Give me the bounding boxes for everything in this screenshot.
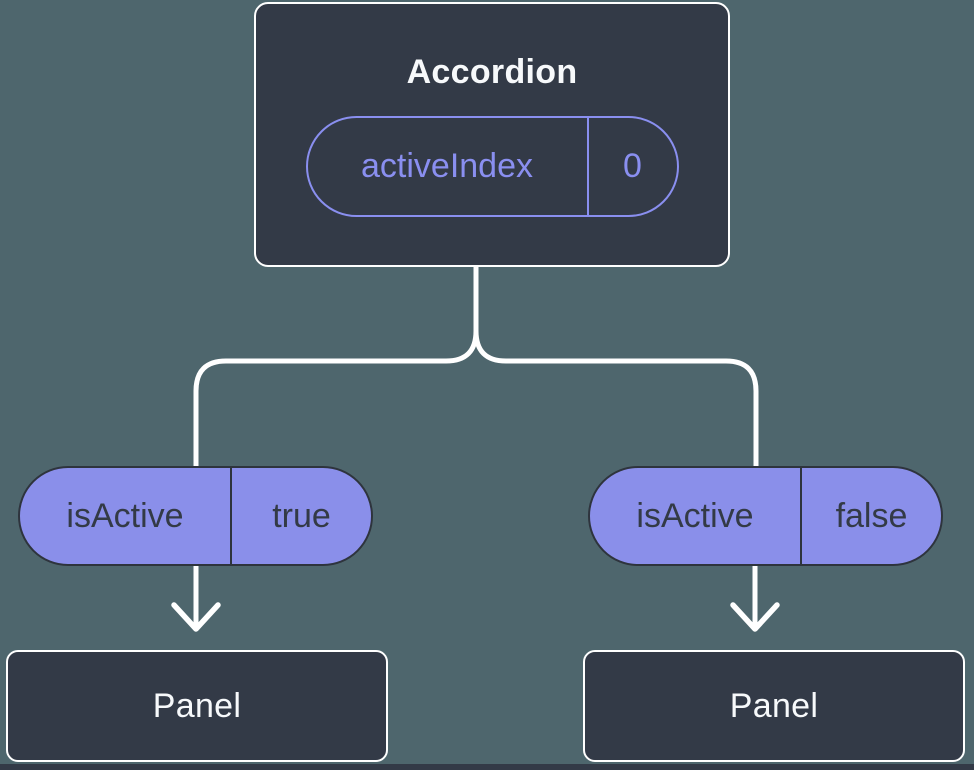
right-arrow-head-icon xyxy=(730,602,780,632)
left-arrow-head-icon xyxy=(171,602,221,632)
accordion-node-title: Accordion xyxy=(406,53,578,91)
panel-node-right: Panel xyxy=(583,650,965,762)
accordion-node: Accordion activeIndex 0 xyxy=(254,2,730,267)
prop-value-label: 0 xyxy=(586,118,677,215)
prop-value-label: true xyxy=(230,468,371,564)
is-active-pill-right: isActive false xyxy=(588,466,943,566)
prop-name-label: activeIndex xyxy=(361,147,533,185)
bottom-edge-strip xyxy=(0,764,974,770)
left-branch-line xyxy=(193,266,479,470)
panel-node-left: Panel xyxy=(6,650,388,762)
right-branch-line xyxy=(473,266,759,470)
prop-value-label: false xyxy=(800,468,941,564)
active-index-prop-pill: activeIndex 0 xyxy=(305,116,679,217)
is-active-pill-left: isActive true xyxy=(18,466,373,566)
prop-name-label: isActive xyxy=(636,496,754,535)
prop-name-label: isActive xyxy=(66,496,184,535)
